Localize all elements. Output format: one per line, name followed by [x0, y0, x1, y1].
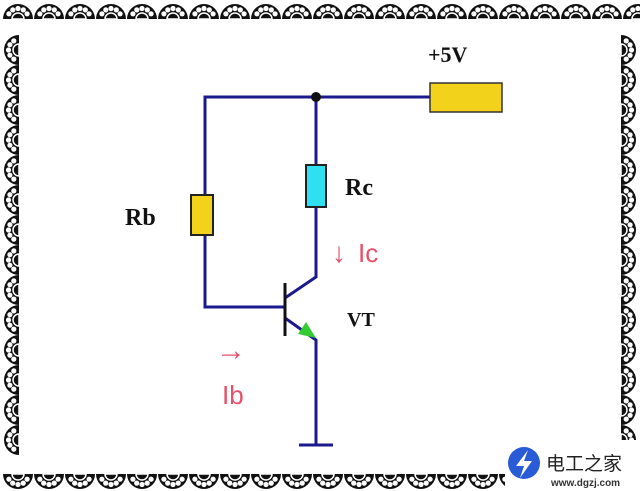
border-scallop: [4, 305, 20, 335]
scalloped-border: [3, 4, 640, 489]
border-scallop: [96, 473, 126, 489]
supply-label: +5V: [428, 42, 468, 67]
resistor-rc: [305, 164, 327, 208]
border-scallop: [4, 35, 20, 65]
rc-label: Rc: [345, 175, 373, 201]
border-scallop: [620, 35, 636, 65]
border-scallop: [620, 215, 636, 245]
border-scallop: [4, 395, 20, 425]
border-scallop: [65, 4, 95, 20]
border-scallop: [220, 4, 250, 20]
border-scallop: [344, 4, 374, 20]
border-scallop: [620, 245, 636, 275]
ic-arrow-icon: ↓: [332, 237, 346, 268]
border-scallop: [34, 473, 64, 489]
border-scallop: [4, 245, 20, 275]
border-scallop: [3, 4, 33, 20]
border-scallop: [127, 473, 157, 489]
resistor-rb: [190, 194, 214, 236]
logo-url: www.dgzj.com: [550, 478, 620, 489]
vt-label: VT: [347, 309, 375, 331]
border-scallop: [375, 473, 405, 489]
border-scallop: [620, 65, 636, 95]
border-scallop: [4, 425, 20, 455]
border-scallop: [127, 4, 157, 20]
border-scallop: [189, 473, 219, 489]
border-scallop: [4, 155, 20, 185]
border-scallop: [4, 125, 20, 155]
border-scallop: [620, 275, 636, 305]
border-scallop: [4, 65, 20, 95]
border-scallop: [4, 365, 20, 395]
border-scallop: [620, 95, 636, 125]
logo-name: 电工之家: [546, 453, 622, 475]
collector-wire: [284, 97, 318, 300]
border-scallop: [561, 4, 591, 20]
border-scallop: [530, 4, 560, 20]
border-scallop: [158, 473, 188, 489]
border-scallop: [220, 473, 250, 489]
ic-label: Ic: [358, 238, 378, 268]
border-scallop: [4, 185, 20, 215]
border-scallop: [406, 473, 436, 489]
border-scallop: [251, 4, 281, 20]
watermark-logo: 电工之家 www.dgzj.com: [505, 440, 640, 491]
border-scallop: [4, 95, 20, 125]
border-scallop: [620, 155, 636, 185]
border-scallop: [620, 335, 636, 365]
border-scallop: [313, 4, 343, 20]
emitter-arrow-icon: [298, 322, 316, 338]
border-scallop: [623, 4, 640, 20]
border-scallop: [282, 4, 312, 20]
border-scallop: [3, 473, 33, 489]
border-scallop: [406, 4, 436, 20]
border-scallop: [34, 4, 64, 20]
border-scallop: [620, 125, 636, 155]
ib-label: Ib: [222, 380, 244, 410]
border-scallop: [344, 473, 374, 489]
border-scallop: [189, 4, 219, 20]
border-scallop: [620, 185, 636, 215]
border-scallop: [96, 4, 126, 20]
border-scallop: [468, 4, 498, 20]
emitter-wire: [284, 316, 318, 445]
border-scallop: [4, 275, 20, 305]
border-scallop: [65, 473, 95, 489]
border-scallop: [251, 473, 281, 489]
border-scallop: [375, 4, 405, 20]
supply-terminal: [429, 82, 503, 113]
border-scallop: [4, 335, 20, 365]
border-scallop: [282, 473, 312, 489]
border-scallop: [437, 473, 467, 489]
border-scallop: [592, 4, 622, 20]
border-scallop: [437, 4, 467, 20]
rb-label: Rb: [125, 205, 156, 231]
border-scallop: [4, 215, 20, 245]
border-scallop: [620, 395, 636, 425]
border-scallop: [620, 365, 636, 395]
junction-dot: [311, 92, 321, 102]
border-scallop: [499, 4, 529, 20]
ib-arrow-icon: →: [216, 334, 246, 367]
border-scallop: [158, 4, 188, 20]
border-scallop: [620, 305, 636, 335]
border-scallop: [468, 473, 498, 489]
border-scallop: [313, 473, 343, 489]
